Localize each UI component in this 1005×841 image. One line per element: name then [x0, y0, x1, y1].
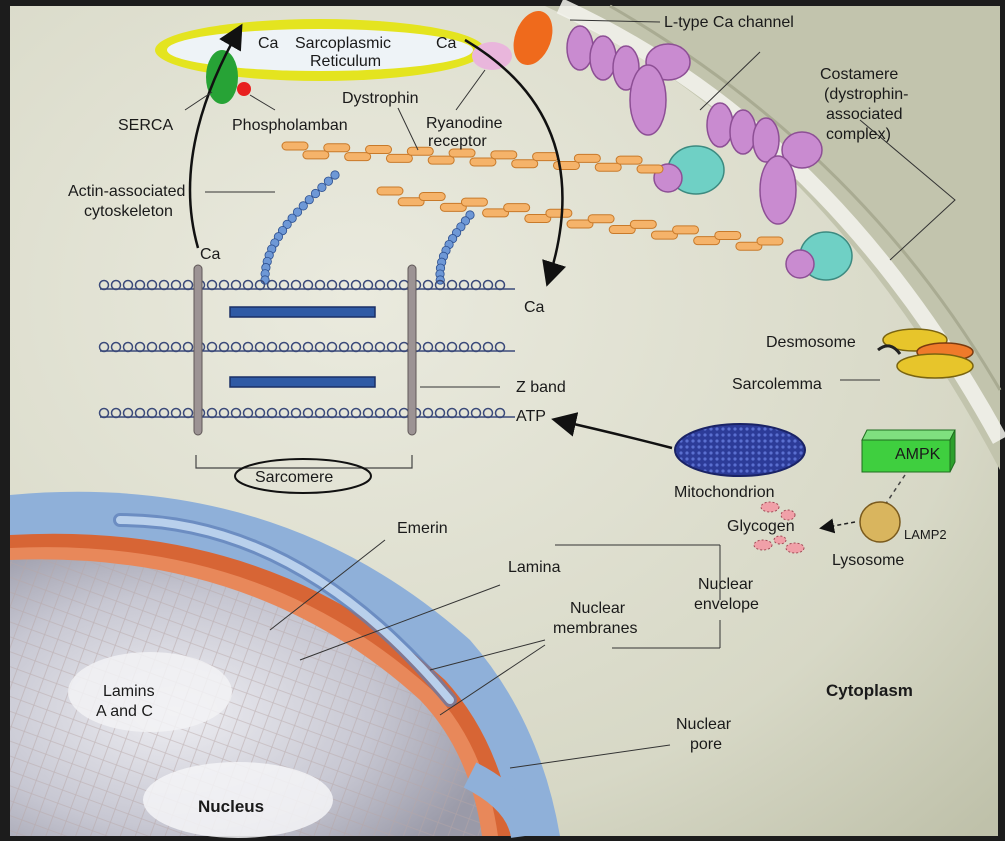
serca-label: SERCA — [118, 117, 173, 134]
dystrophin-segment — [366, 146, 392, 154]
sarcomere-label: Sarcomere — [255, 469, 333, 486]
dystrophin-segment — [715, 231, 741, 239]
ryanodine-receptor-protein — [472, 42, 512, 70]
dystrophin-segment — [595, 163, 621, 171]
actin-bead — [324, 177, 332, 185]
actin-label-2: cytoskeleton — [84, 203, 173, 220]
ca-label-sr-right: Ca — [436, 35, 457, 52]
l-type-label: L-type Ca channel — [664, 14, 794, 31]
dystrophin-segment — [553, 161, 579, 169]
dystrophin-segment — [630, 220, 656, 228]
phospholamban-protein — [237, 82, 251, 96]
sr-label-line1: Sarcoplasmic — [295, 35, 391, 52]
dystrophin-segment — [470, 158, 496, 166]
thick-filament-upper — [230, 307, 375, 317]
nuclear-membranes-label-1: Nuclear — [570, 600, 626, 617]
nuclear-pore-label-2: pore — [690, 736, 722, 753]
dystrophin-segment — [616, 156, 642, 164]
serca-pump — [206, 50, 238, 104]
lamina-label: Lamina — [508, 559, 561, 576]
lamins-label-2: A and C — [96, 703, 153, 720]
ca-label-sr-left: Ca — [258, 35, 279, 52]
lysosome-label: Lysosome — [832, 552, 904, 569]
ryanodine-label-1: Ryanodine — [426, 115, 503, 132]
dystrophin-segment — [449, 149, 475, 157]
costamere-label-2: (dystrophin- — [824, 86, 908, 103]
dystrophin-label: Dystrophin — [342, 90, 418, 107]
z-band-left — [194, 265, 202, 435]
dystrophin-segment — [588, 215, 614, 223]
dystrophin-segment — [673, 226, 699, 234]
dystrophin-segment — [533, 153, 559, 161]
lamp2-label: LAMP2 — [904, 527, 947, 542]
z-band-label: Z band — [516, 379, 566, 396]
lamins-label-1: Lamins — [103, 683, 155, 700]
actin-bead — [318, 183, 326, 191]
ampk-label: AMPK — [895, 446, 941, 463]
emerin-label: Emerin — [397, 520, 448, 537]
dystrophin-segment — [757, 237, 783, 245]
dystrophin-segment — [282, 142, 308, 150]
dystrophin-segment — [377, 187, 403, 195]
lysosome-organelle — [860, 502, 900, 542]
costamere-label-1: Costamere — [820, 66, 898, 83]
dystrophin-segment — [491, 151, 517, 159]
atp-label: ATP — [516, 408, 546, 425]
desmosome-label: Desmosome — [766, 334, 856, 351]
z-band-right — [408, 265, 416, 435]
dystrophin-segment — [345, 153, 371, 161]
dystrophin-segment — [512, 160, 538, 168]
nuclear-envelope-label-1: Nuclear — [698, 576, 754, 593]
nuclear-pore-label-1: Nuclear — [676, 716, 732, 733]
nucleus-label: Nucleus — [198, 797, 264, 816]
dystrophin-segment — [546, 209, 572, 217]
glycogen-label: Glycogen — [727, 518, 795, 535]
sarcolemma-label: Sarcolemma — [732, 376, 822, 393]
dystrophin-segment — [324, 144, 350, 152]
ca-label-right-lower: Ca — [524, 299, 545, 316]
actin-bead — [311, 189, 319, 197]
nuclear-membranes-label-2: membranes — [553, 620, 637, 637]
ca-label-left-lower: Ca — [200, 246, 221, 263]
dystrophin-segment — [574, 154, 600, 162]
mitochondrion-organelle — [675, 424, 805, 476]
sr-label-line2: Reticulum — [310, 53, 381, 70]
dystrophin-segment — [303, 151, 329, 159]
dystrophin-segment — [461, 198, 487, 206]
dystrophin-segment — [419, 193, 445, 201]
costamere-label-4: complex) — [826, 126, 891, 143]
cytoplasm-label: Cytoplasm — [826, 681, 913, 700]
thick-filament-lower — [230, 377, 375, 387]
dystrophin-segment — [504, 204, 530, 212]
actin-label-1: Actin-associated — [68, 183, 185, 200]
dystrophin-segment — [637, 165, 663, 173]
phospholamban-label: Phospholamban — [232, 117, 348, 134]
costamere-label-3: associated — [826, 106, 903, 123]
actin-bead — [331, 171, 339, 179]
dystrophin-segment — [428, 156, 454, 164]
mitochondrion-label: Mitochondrion — [674, 484, 775, 501]
ryanodine-label-2: receptor — [428, 133, 487, 150]
dystrophin-segment — [386, 154, 412, 162]
nuclear-envelope-label-2: envelope — [694, 596, 759, 613]
